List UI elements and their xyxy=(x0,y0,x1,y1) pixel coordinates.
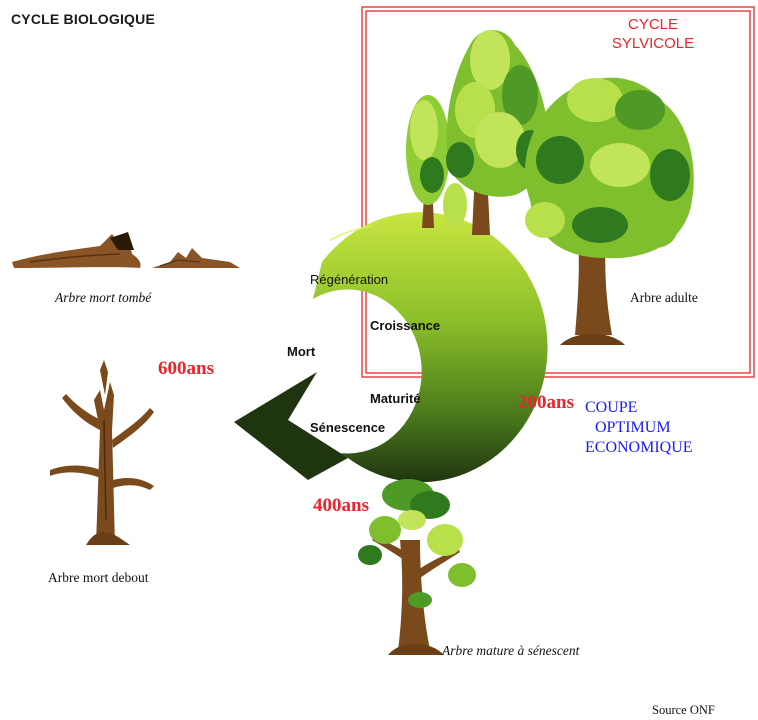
stage-croissance: Croissance xyxy=(370,318,441,333)
coupe-line2: OPTIMUM xyxy=(595,419,671,436)
stage-senescence: Sénescence xyxy=(310,420,386,435)
silvicultural-title-line1: CYCLE xyxy=(627,16,679,33)
caption-fallen-tree: Arbre mort tombé xyxy=(55,290,152,305)
age-400: 400ans xyxy=(313,495,369,516)
caption-dead-standing-tree: Arbre mort debout xyxy=(48,570,149,585)
caption-adult-tree: Arbre adulte xyxy=(630,290,698,305)
fallen-dead-tree-illustration xyxy=(12,232,240,268)
coupe-line1: COUPE xyxy=(585,399,638,416)
coupe-line3: ECONOMIQUE xyxy=(585,439,693,456)
source-credit: Source ONF xyxy=(652,703,715,717)
silvicultural-cycle-title: CYCLE SYLVICOLE xyxy=(598,15,708,53)
dead-standing-tree-illustration xyxy=(50,360,154,545)
age-200: 200ans xyxy=(518,392,574,413)
caption-mature-tree: Arbre mature à sénescent xyxy=(442,643,580,658)
age-600: 600ans xyxy=(158,358,214,379)
mature-senescent-tree-illustration xyxy=(358,479,476,655)
stage-regeneration: Régénération xyxy=(310,272,389,287)
stage-mort: Mort xyxy=(287,344,316,359)
silvicultural-cycle-frame xyxy=(361,6,755,378)
silvicultural-title-line2: SYLVICOLE xyxy=(611,35,695,52)
page-title: CYCLE BIOLOGIQUE xyxy=(11,11,155,27)
stage-maturite: Maturité xyxy=(370,391,421,406)
economic-optimum-cut-label: COUPE OPTIMUM ECONOMIQUE xyxy=(585,398,693,458)
adult-tree-group-illustration xyxy=(406,30,694,345)
cycle-arrow xyxy=(234,212,548,483)
